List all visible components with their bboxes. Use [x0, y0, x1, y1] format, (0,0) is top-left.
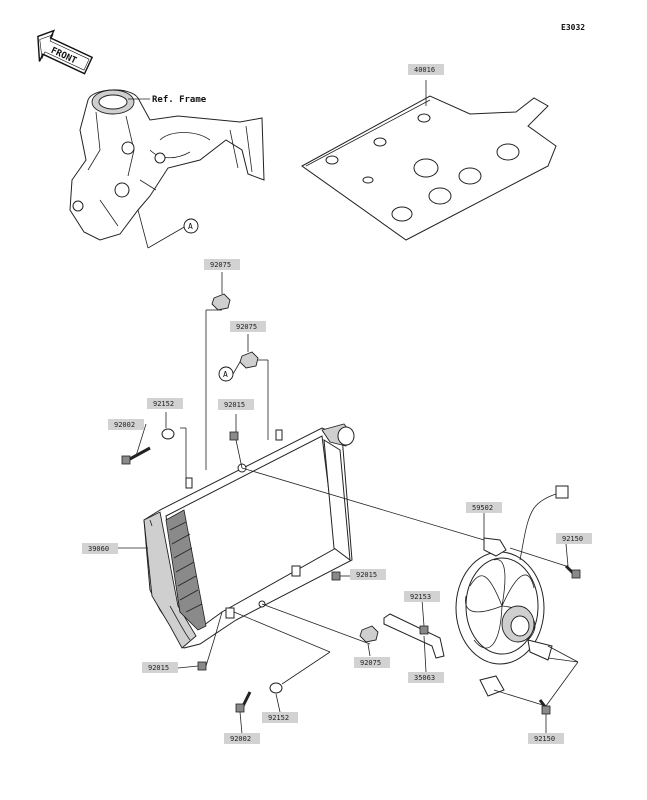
label-35063: 35063	[408, 672, 444, 683]
svg-text:92075: 92075	[360, 659, 381, 667]
label-92015-bot: 92015	[142, 662, 178, 673]
front-arrow-icon: FRONT	[37, 29, 94, 75]
svg-text:92015: 92015	[356, 571, 377, 579]
callout-a-top: A	[183, 218, 199, 234]
label-92152-bot: 92152	[262, 712, 298, 723]
svg-text:92150: 92150	[534, 735, 555, 743]
ref-frame-label: Ref. Frame	[152, 95, 207, 105]
label-92002-bot: 92002	[224, 733, 260, 744]
label-92075-bot: 92075	[354, 657, 390, 668]
svg-text:92015: 92015	[224, 401, 245, 409]
svg-text:92002: 92002	[230, 735, 251, 743]
bracket-35063	[383, 613, 445, 659]
svg-text:39060: 39060	[88, 545, 109, 553]
svg-text:92075: 92075	[210, 261, 231, 269]
leader-lines	[118, 272, 579, 735]
svg-text:92150: 92150	[562, 535, 583, 543]
svg-text:35063: 35063	[414, 674, 435, 682]
svg-text:59502: 59502	[472, 504, 493, 512]
label-92015-mid: 92015	[350, 569, 386, 580]
label-39060: 39060	[82, 543, 118, 554]
label-92075-top: 92075	[204, 259, 240, 270]
svg-text:92015: 92015	[148, 664, 169, 672]
svg-text:92002: 92002	[114, 421, 135, 429]
svg-text:40016: 40016	[414, 66, 435, 74]
label-92150-top: 92150	[556, 533, 592, 544]
fasteners	[121, 293, 581, 715]
callout-a-mid: A	[218, 366, 234, 382]
fan-59502	[455, 485, 569, 697]
svg-text:A: A	[223, 370, 228, 379]
svg-text:92152: 92152	[153, 400, 174, 408]
label-92002-top: 92002	[108, 419, 144, 430]
label-40016: 40016	[408, 64, 444, 75]
label-92150-bot: 92150	[528, 733, 564, 744]
radiator-39060	[143, 423, 355, 649]
label-92075-mid: 92075	[230, 321, 266, 332]
frame-drawing: Ref. Frame A	[69, 89, 265, 249]
label-92015-top: 92015	[218, 399, 254, 410]
diagram-code: E3032	[561, 23, 585, 32]
plate-40016	[301, 80, 557, 241]
svg-text:92153: 92153	[410, 593, 431, 601]
svg-text:92152: 92152	[268, 714, 289, 722]
label-92152-top: 92152	[147, 398, 183, 409]
label-92153: 92153	[404, 591, 440, 602]
label-59502: 59502	[466, 502, 502, 513]
svg-text:92075: 92075	[236, 323, 257, 331]
svg-text:A: A	[188, 222, 193, 231]
